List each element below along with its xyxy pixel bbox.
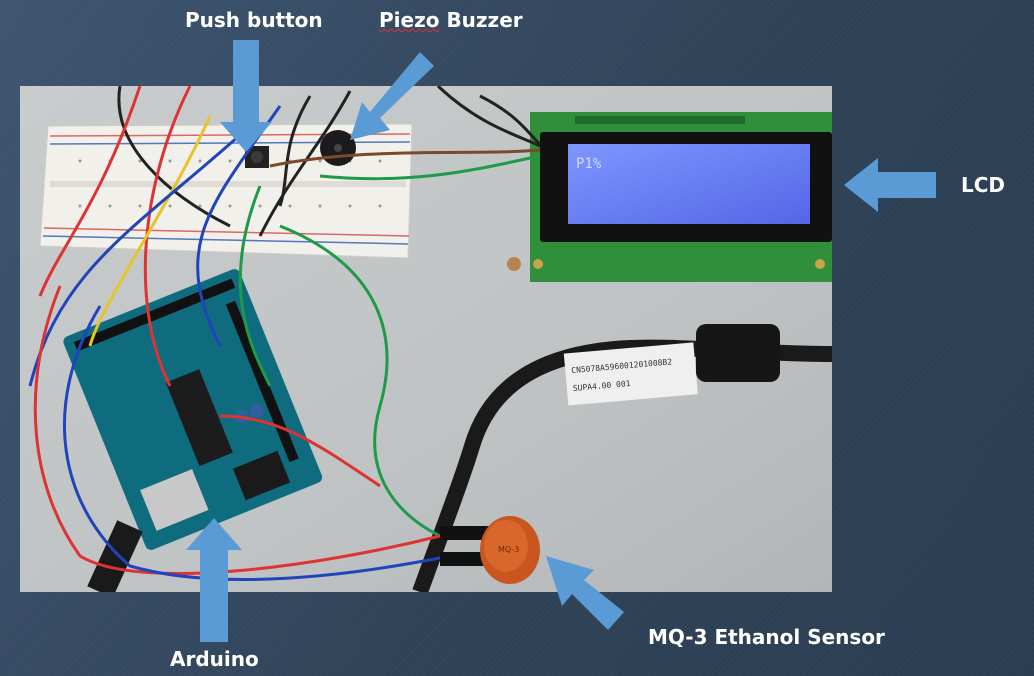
mq3-sensor: MQ-3 xyxy=(440,516,540,584)
buzzer-word: Buzzer xyxy=(446,8,523,32)
piezo-buzzer-label: Piezo Buzzer xyxy=(379,8,523,32)
lcd-arrow xyxy=(844,158,936,212)
arduino-label: Arduino xyxy=(170,647,259,671)
arduino-board xyxy=(63,269,323,550)
sensor-marking: MQ-3 xyxy=(498,545,519,554)
piezo-word: Piezo xyxy=(379,8,440,32)
lcd-module: P1% xyxy=(530,112,832,282)
lcd-screen-text: P1% xyxy=(576,156,602,172)
wires xyxy=(28,86,541,582)
cable-label: CN5078A596001201008B2 SUPA4.00 001 xyxy=(563,342,698,406)
circuit-photo: P1% CN5078A596001201008B2 SUPA4.00 001 xyxy=(20,86,832,592)
sensor-label: MQ-3 Ethanol Sensor xyxy=(648,625,885,649)
lcd-label: LCD xyxy=(961,173,1006,197)
push-button-label: Push button xyxy=(185,8,323,32)
